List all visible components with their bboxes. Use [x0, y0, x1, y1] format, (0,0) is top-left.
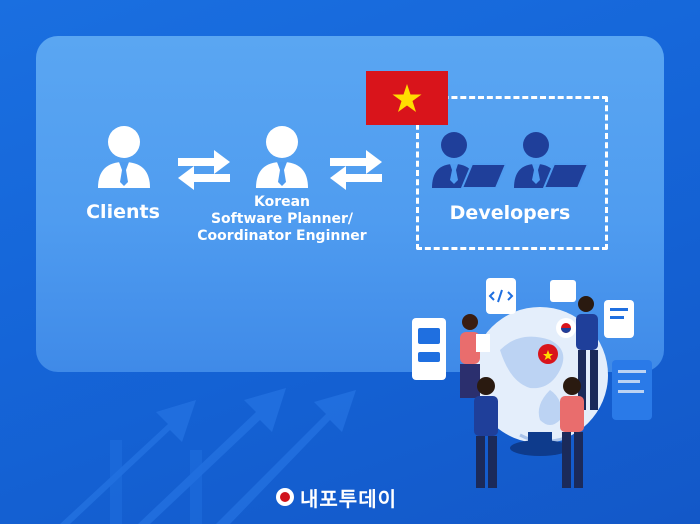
developers-group-box	[416, 96, 608, 250]
planner-label: Korean Software Planner/ Coordinator Eng…	[186, 194, 378, 245]
planner-label-line: Coordinator Enginner	[197, 228, 367, 244]
logo-text: 내포투데이	[300, 486, 397, 511]
planner-label-line: Korean	[253, 194, 311, 210]
logo-mark-icon	[276, 488, 294, 506]
client-person-icon	[98, 126, 150, 188]
exchange-arrows-icon	[330, 150, 382, 190]
developer-at-laptop-icon	[514, 132, 588, 188]
planner-person-icon	[256, 126, 308, 188]
developers-label: Developers	[449, 202, 571, 224]
planner-label-line: Software Planner/	[210, 211, 354, 227]
vietnam-flag-icon	[366, 71, 448, 125]
global-team-illustration	[412, 278, 652, 488]
exchange-arrows-icon	[178, 150, 230, 190]
brand-logo: 내포투데이	[276, 485, 397, 511]
clients-label: Clients	[86, 201, 160, 223]
developer-at-laptop-icon	[432, 132, 506, 188]
